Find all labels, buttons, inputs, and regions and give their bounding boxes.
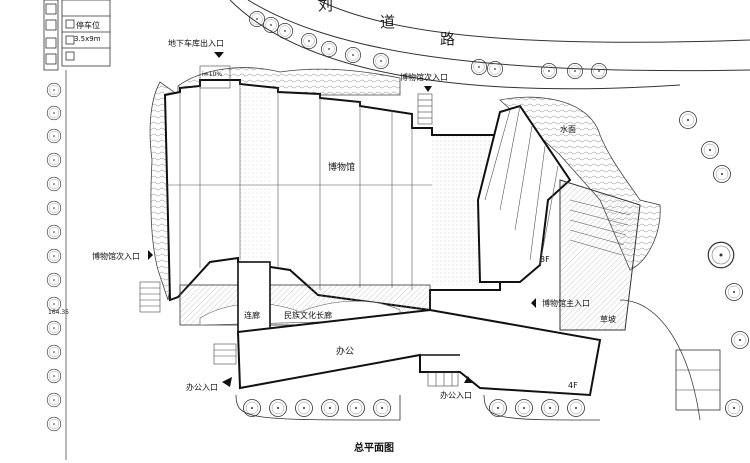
tree-icon — [566, 62, 584, 80]
stair-details — [139, 65, 459, 387]
drawing-title: 总平面图 — [354, 441, 394, 454]
entrance-arrow-icon — [531, 298, 536, 308]
museum-main-entrance-label: 博物馆主入口 — [542, 298, 590, 308]
tree-icon — [489, 399, 507, 417]
tree-icon — [725, 283, 743, 301]
tree-icon — [46, 392, 62, 408]
tree-icon — [269, 399, 287, 417]
tree-icon — [321, 399, 339, 417]
ethnic-gallery-label: 民族文化长廊 — [284, 310, 332, 320]
tree-icon — [486, 60, 504, 78]
underground-garage-entrance-label: 地下车库出入口 — [168, 38, 224, 48]
tree-icon — [276, 22, 294, 40]
tree-icon — [540, 62, 558, 80]
grass-slope-label: 草坡 — [600, 314, 616, 324]
tree-icon — [300, 32, 318, 50]
tree-icon — [373, 399, 391, 417]
tree-icon — [701, 141, 719, 159]
museum-secondary-entrance-left-label: 博物馆次入口 — [92, 251, 140, 261]
entrance-arrow-icon — [214, 52, 224, 58]
tree-icon — [248, 10, 266, 28]
tree-icon — [295, 399, 313, 417]
tree-icon — [713, 165, 731, 183]
entrance-arrows — [148, 52, 536, 387]
tree-icon — [347, 399, 365, 417]
right-trees — [619, 111, 749, 421]
parking-area — [43, 0, 111, 71]
bottom-trees — [235, 394, 601, 421]
tree-icon — [541, 399, 559, 417]
floor-4f-label: 4F — [568, 381, 578, 390]
tree-icon — [731, 331, 749, 349]
grass-slope — [559, 179, 641, 331]
entrance-arrow-icon — [424, 86, 432, 92]
tree-icon — [46, 272, 62, 288]
road — [229, 0, 750, 90]
tree-icon — [590, 62, 608, 80]
tree-icon — [46, 368, 62, 384]
tree-icon — [707, 241, 735, 269]
tree-icon — [725, 399, 743, 417]
tree-icon — [46, 344, 62, 360]
tree-icon — [372, 52, 390, 70]
office-entrance-bottom-label: 办公入口 — [440, 390, 472, 400]
tree-icon — [46, 200, 62, 216]
tree-icon — [320, 40, 338, 58]
floor-3f-label: 3F — [540, 255, 550, 264]
tree-icon — [243, 399, 261, 417]
tree-icon — [567, 399, 585, 417]
elevation-label: 164.35 — [48, 309, 69, 316]
road-name-char-2: 道 — [380, 13, 395, 31]
museum-right-wing — [476, 104, 572, 283]
office-label: 办公 — [336, 345, 354, 357]
parking-size: 3.5x9m — [74, 35, 101, 43]
tree-icon — [679, 111, 697, 129]
tree-icon — [46, 224, 62, 240]
tree-icon — [46, 248, 62, 264]
ramp-slope-label: i=10% — [202, 71, 222, 78]
tree-icon — [46, 82, 62, 98]
road-name-char-1: 刘 — [318, 0, 333, 14]
tree-icon — [46, 105, 62, 121]
entrance-arrow-icon — [222, 377, 232, 387]
tree-icon — [46, 176, 62, 192]
water-label: 水面 — [560, 124, 576, 134]
museum-label: 博物馆 — [328, 161, 355, 173]
tree-icon — [46, 152, 62, 168]
tree-icon — [515, 399, 533, 417]
road-name-char-3: 路 — [440, 30, 455, 48]
museum-secondary-entrance-top-label: 博物馆次入口 — [400, 72, 448, 82]
corridor-label: 连廊 — [244, 310, 260, 320]
left-trees — [46, 70, 67, 460]
tree-icon — [344, 46, 362, 64]
tree-icon — [46, 320, 62, 336]
tree-icon — [470, 58, 488, 76]
parking-label: 停车位 — [76, 20, 100, 30]
museum-building — [163, 79, 501, 312]
tree-icon — [46, 416, 62, 432]
tree-icon — [262, 16, 280, 34]
road-trees — [248, 10, 608, 80]
office-entrance-left-label: 办公入口 — [186, 382, 218, 392]
entrance-arrow-icon — [464, 376, 472, 383]
tree-icon — [46, 128, 62, 144]
entrance-arrow-icon — [148, 250, 153, 260]
